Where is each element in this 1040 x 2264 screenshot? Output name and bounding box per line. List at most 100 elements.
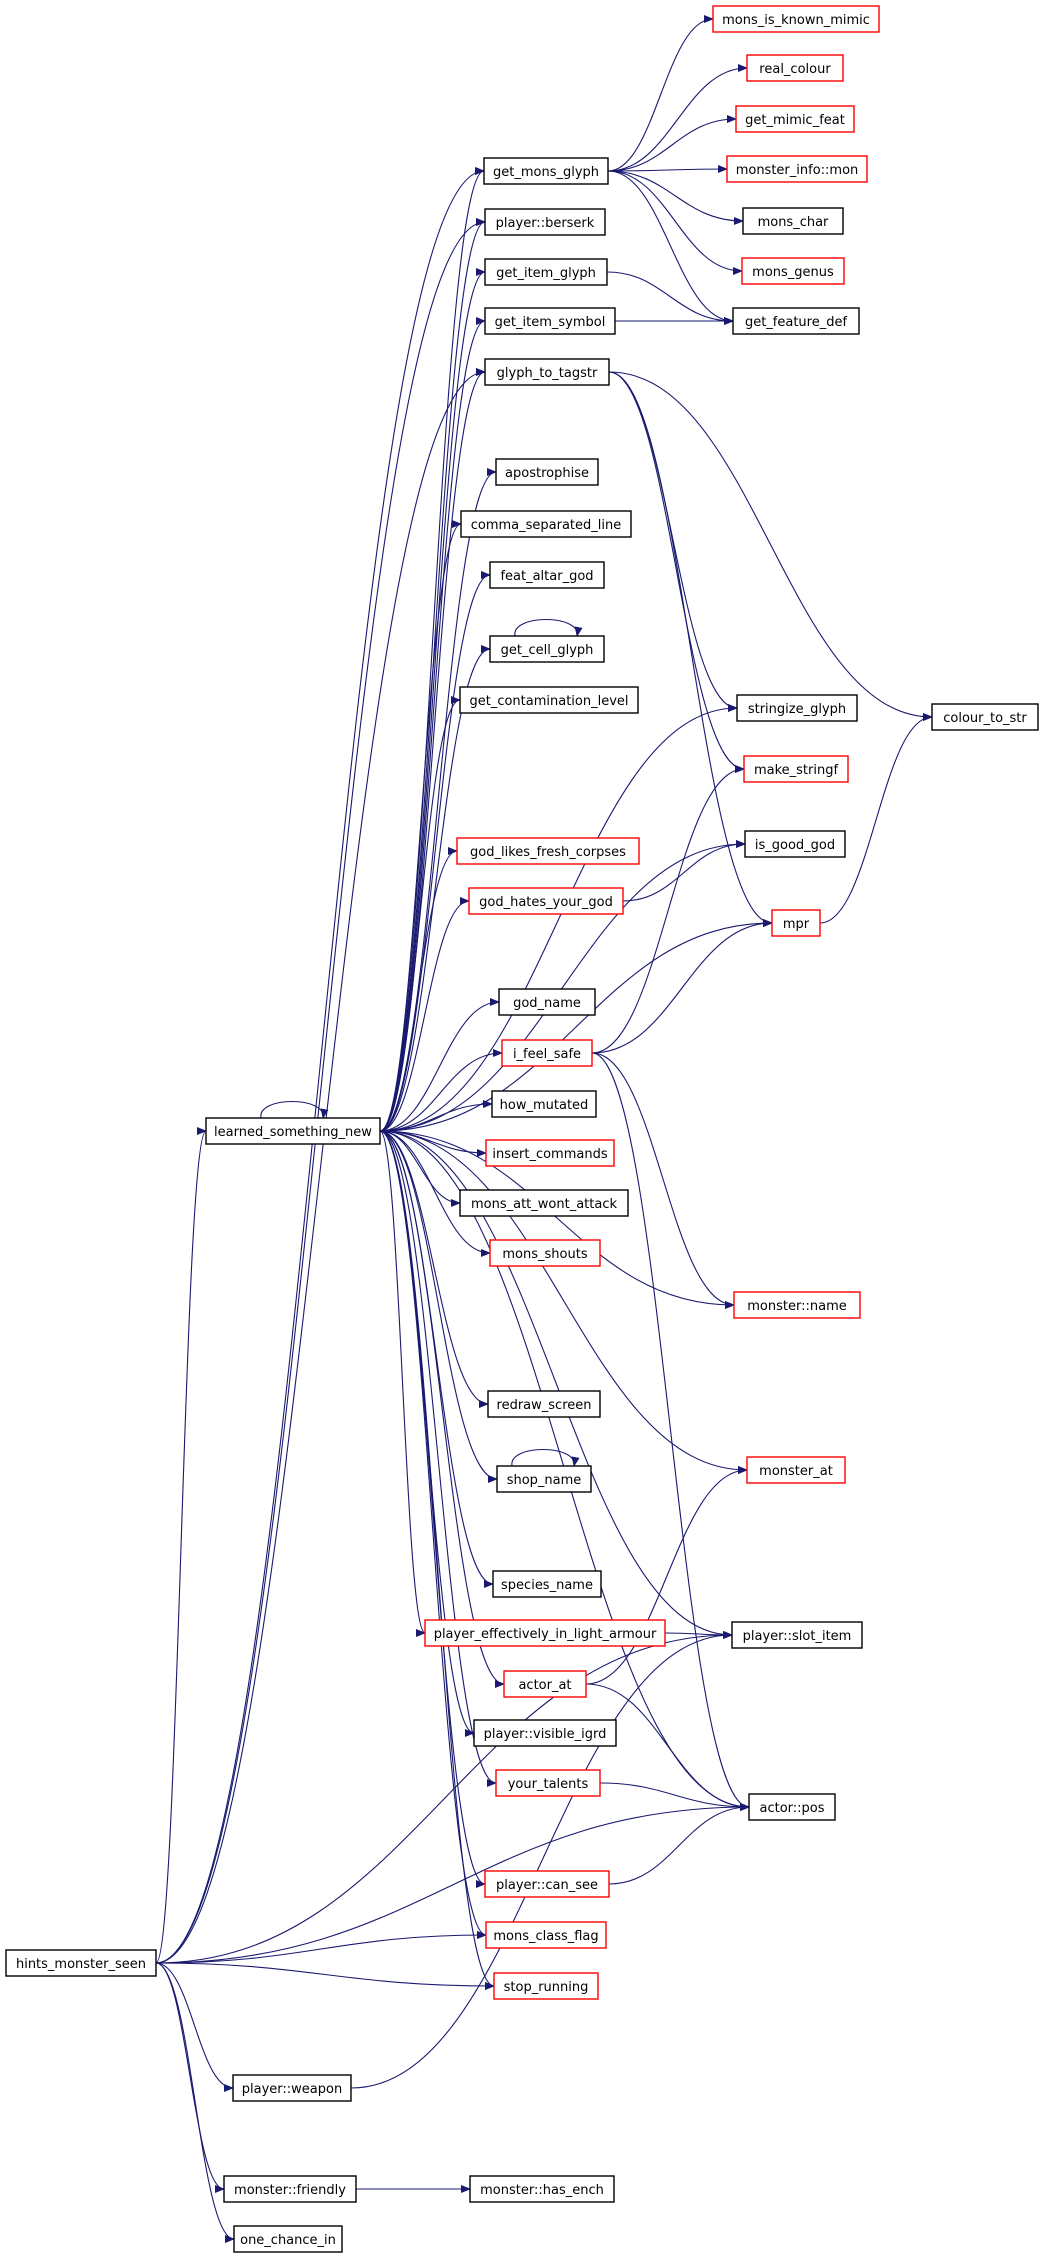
node-learned-something-new[interactable]: learned_something_new: [205, 1117, 381, 1145]
node-box[interactable]: [484, 358, 610, 386]
node-player-can-see[interactable]: player::can_see: [484, 1870, 610, 1898]
node-player-visible-igrd[interactable]: player::visible_igrd: [473, 1719, 617, 1747]
node-god-likes-fresh-corpses[interactable]: god_likes_fresh_corpses: [456, 837, 640, 865]
node-box[interactable]: [5, 1949, 157, 1977]
node-feat-altar-god[interactable]: feat_altar_god: [489, 561, 605, 589]
node-box[interactable]: [744, 830, 846, 858]
node-get-contamination-level[interactable]: get_contamination_level: [459, 686, 639, 714]
node-your-talents[interactable]: your_talents: [495, 1769, 601, 1797]
node-mons-shouts[interactable]: mons_shouts: [489, 1239, 601, 1267]
node-make-stringf[interactable]: make_stringf: [743, 755, 849, 783]
node-monster-friendly[interactable]: monster::friendly: [223, 2175, 357, 2203]
node-box[interactable]: [742, 207, 844, 235]
node-mons-att-wont-attack[interactable]: mons_att_wont_attack: [459, 1189, 629, 1217]
node-box[interactable]: [484, 208, 606, 236]
node-box[interactable]: [748, 1793, 836, 1821]
node-species-name[interactable]: species_name: [492, 1570, 602, 1598]
node-player-effectively-in-light-armour[interactable]: player_effectively_in_light_armour: [424, 1619, 666, 1647]
node-get-mons-glyph[interactable]: get_mons_glyph: [483, 157, 609, 185]
node-box[interactable]: [456, 837, 640, 865]
node-box[interactable]: [733, 1291, 861, 1319]
node-box[interactable]: [469, 2175, 615, 2203]
node-god-name[interactable]: god_name: [498, 988, 596, 1016]
node-mons-genus[interactable]: mons_genus: [741, 257, 845, 285]
node-box[interactable]: [468, 887, 624, 915]
node-box[interactable]: [424, 1619, 666, 1647]
node-mpr[interactable]: mpr: [771, 909, 821, 937]
node-get-item-glyph[interactable]: get_item_glyph: [484, 258, 608, 286]
node-box[interactable]: [489, 1239, 601, 1267]
node-box[interactable]: [503, 1670, 587, 1698]
node-player-berserk[interactable]: player::berserk: [484, 208, 606, 236]
node-one-chance-in[interactable]: one_chance_in: [233, 2225, 343, 2253]
node-shop-name[interactable]: shop_name: [496, 1465, 592, 1493]
node-get-cell-glyph[interactable]: get_cell_glyph: [489, 635, 605, 663]
node-box[interactable]: [459, 1189, 629, 1217]
node-actor-pos[interactable]: actor::pos: [748, 1793, 836, 1821]
node-is-good-god[interactable]: is_good_god: [744, 830, 846, 858]
node-box[interactable]: [741, 257, 845, 285]
node-box[interactable]: [736, 694, 858, 722]
node-insert-commands[interactable]: insert_commands: [485, 1139, 615, 1167]
node-monster-at[interactable]: monster_at: [746, 1456, 846, 1484]
node-apostrophise[interactable]: apostrophise: [495, 458, 599, 486]
node-real-colour[interactable]: real_colour: [746, 54, 844, 82]
node-box[interactable]: [712, 5, 880, 33]
node-box[interactable]: [223, 2175, 357, 2203]
node-glyph-to-tagstr[interactable]: glyph_to_tagstr: [484, 358, 610, 386]
node-box[interactable]: [492, 1570, 602, 1598]
node-box[interactable]: [485, 1921, 607, 1949]
node-box[interactable]: [732, 307, 860, 335]
node-box[interactable]: [493, 1972, 599, 2000]
node-box[interactable]: [484, 258, 608, 286]
node-box[interactable]: [731, 1621, 863, 1649]
node-box[interactable]: [743, 755, 849, 783]
node-box[interactable]: [498, 988, 596, 1016]
node-box[interactable]: [233, 2225, 343, 2253]
node-box[interactable]: [460, 510, 632, 538]
node-box[interactable]: [485, 1139, 615, 1167]
node-box[interactable]: [746, 1456, 846, 1484]
node-box[interactable]: [491, 1090, 597, 1118]
node-box[interactable]: [473, 1719, 617, 1747]
node-mons-char[interactable]: mons_char: [742, 207, 844, 235]
node-get-item-symbol[interactable]: get_item_symbol: [484, 307, 616, 335]
node-comma-separated-line[interactable]: comma_separated_line: [460, 510, 632, 538]
node-hints-monster-seen[interactable]: hints_monster_seen: [5, 1949, 157, 1977]
node-box[interactable]: [771, 909, 821, 937]
node-how-mutated[interactable]: how_mutated: [491, 1090, 597, 1118]
node-player-weapon[interactable]: player::weapon: [232, 2074, 352, 2102]
node-box[interactable]: [495, 1769, 601, 1797]
node-actor-at[interactable]: actor_at: [503, 1670, 587, 1698]
node-redraw-screen[interactable]: redraw_screen: [487, 1390, 601, 1418]
node-get-feature-def[interactable]: get_feature_def: [732, 307, 860, 335]
node-box[interactable]: [483, 157, 609, 185]
node-god-hates-your-god[interactable]: god_hates_your_god: [468, 887, 624, 915]
node-box[interactable]: [484, 307, 616, 335]
node-box[interactable]: [746, 54, 844, 82]
node-box[interactable]: [931, 703, 1039, 731]
node-box[interactable]: [489, 635, 605, 663]
node-monster-info-mon[interactable]: monster_info::mon: [726, 155, 868, 183]
node-box[interactable]: [487, 1390, 601, 1418]
node-box[interactable]: [484, 1870, 610, 1898]
node-mons-class-flag[interactable]: mons_class_flag: [485, 1921, 607, 1949]
node-stop-running[interactable]: stop_running: [493, 1972, 599, 2000]
node-colour-to-str[interactable]: colour_to_str: [931, 703, 1039, 731]
node-stringize-glyph[interactable]: stringize_glyph: [736, 694, 858, 722]
node-monster-has-ench[interactable]: monster::has_ench: [469, 2175, 615, 2203]
node-box[interactable]: [495, 458, 599, 486]
node-box[interactable]: [726, 155, 868, 183]
node-box[interactable]: [205, 1117, 381, 1145]
node-box[interactable]: [501, 1039, 593, 1067]
node-box[interactable]: [496, 1465, 592, 1493]
node-i-feel-safe[interactable]: i_feel_safe: [501, 1039, 593, 1067]
node-monster-name[interactable]: monster::name: [733, 1291, 861, 1319]
node-box[interactable]: [459, 686, 639, 714]
node-mons-is-known-mimic[interactable]: mons_is_known_mimic: [712, 5, 880, 33]
node-get-mimic-feat[interactable]: get_mimic_feat: [735, 105, 855, 133]
node-box[interactable]: [735, 105, 855, 133]
node-box[interactable]: [232, 2074, 352, 2102]
node-box[interactable]: [489, 561, 605, 589]
node-player-slot-item[interactable]: player::slot_item: [731, 1621, 863, 1649]
